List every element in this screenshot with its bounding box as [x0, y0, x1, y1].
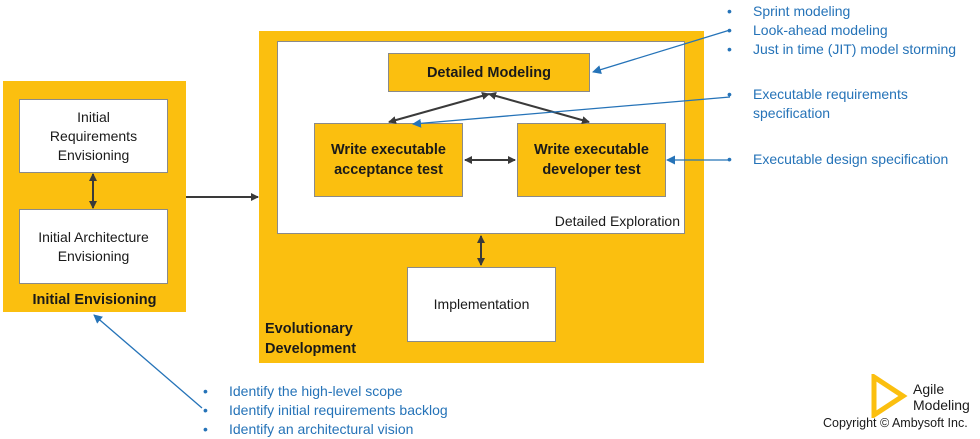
developer-test-box: Write executable developer test	[517, 123, 666, 197]
modeling-note-item: Sprint modeling	[727, 2, 956, 21]
detailed-exploration-label: Detailed Exploration	[554, 213, 680, 229]
initial-architecture-box: Initial Architecture Envisioning	[19, 209, 168, 284]
implementation-box: Implementation	[407, 267, 556, 342]
requirements-spec-note: Executable requirements specification	[727, 85, 967, 123]
evolutionary-title-line2: Development	[265, 341, 357, 357]
envisioning-goal-item: Identify initial requirements backlog	[203, 401, 448, 420]
agile-modeling-logo-icon	[871, 374, 908, 418]
copyright-text: Copyright © Ambysoft Inc.	[823, 416, 968, 430]
acceptance-test-line1: Write executable	[331, 142, 446, 158]
evolutionary-title-line1: Evolutionary	[265, 321, 353, 337]
initial-requirements-box: Initial Requirements Envisioning	[19, 99, 168, 173]
modeling-notes-list: Sprint modeling Look-ahead modeling Just…	[727, 2, 956, 59]
initial-requirements-label: Initial Requirements Envisioning	[49, 108, 138, 163]
initial-envisioning-title: Initial Envisioning	[32, 292, 157, 308]
developer-test-line1: Write executable	[534, 142, 649, 158]
developer-test-line2: developer test	[542, 162, 641, 178]
logo-line1: Agile	[913, 381, 945, 397]
detailed-modeling-box: Detailed Modeling	[388, 53, 590, 92]
envisioning-goal-item: Identify an architectural vision	[203, 420, 448, 439]
logo-line2: Modeling	[913, 397, 970, 413]
modeling-note-item: Just in time (JIT) model storming	[727, 40, 956, 59]
detailed-modeling-label: Detailed Modeling	[426, 64, 552, 81]
evolutionary-development-title: Evolutionary Development	[265, 319, 405, 359]
acceptance-test-line2: acceptance test	[334, 162, 443, 178]
requirements-spec-item: Executable requirements specification	[727, 85, 953, 123]
envisioning-goals-list: Identify the high-level scope Identify i…	[203, 382, 448, 439]
design-spec-note: Executable design specification	[727, 150, 948, 169]
acceptance-test-box: Write executable acceptance test	[314, 123, 463, 197]
initial-architecture-label: Initial Architecture Envisioning	[38, 228, 149, 264]
callout-envisioning-goals	[93, 314, 203, 409]
envisioning-goal-item: Identify the high-level scope	[203, 382, 448, 401]
logo-text: Agile Modeling	[913, 381, 970, 413]
modeling-note-item: Look-ahead modeling	[727, 21, 956, 40]
implementation-label: Implementation	[433, 296, 530, 312]
design-spec-item: Executable design specification	[727, 150, 948, 169]
